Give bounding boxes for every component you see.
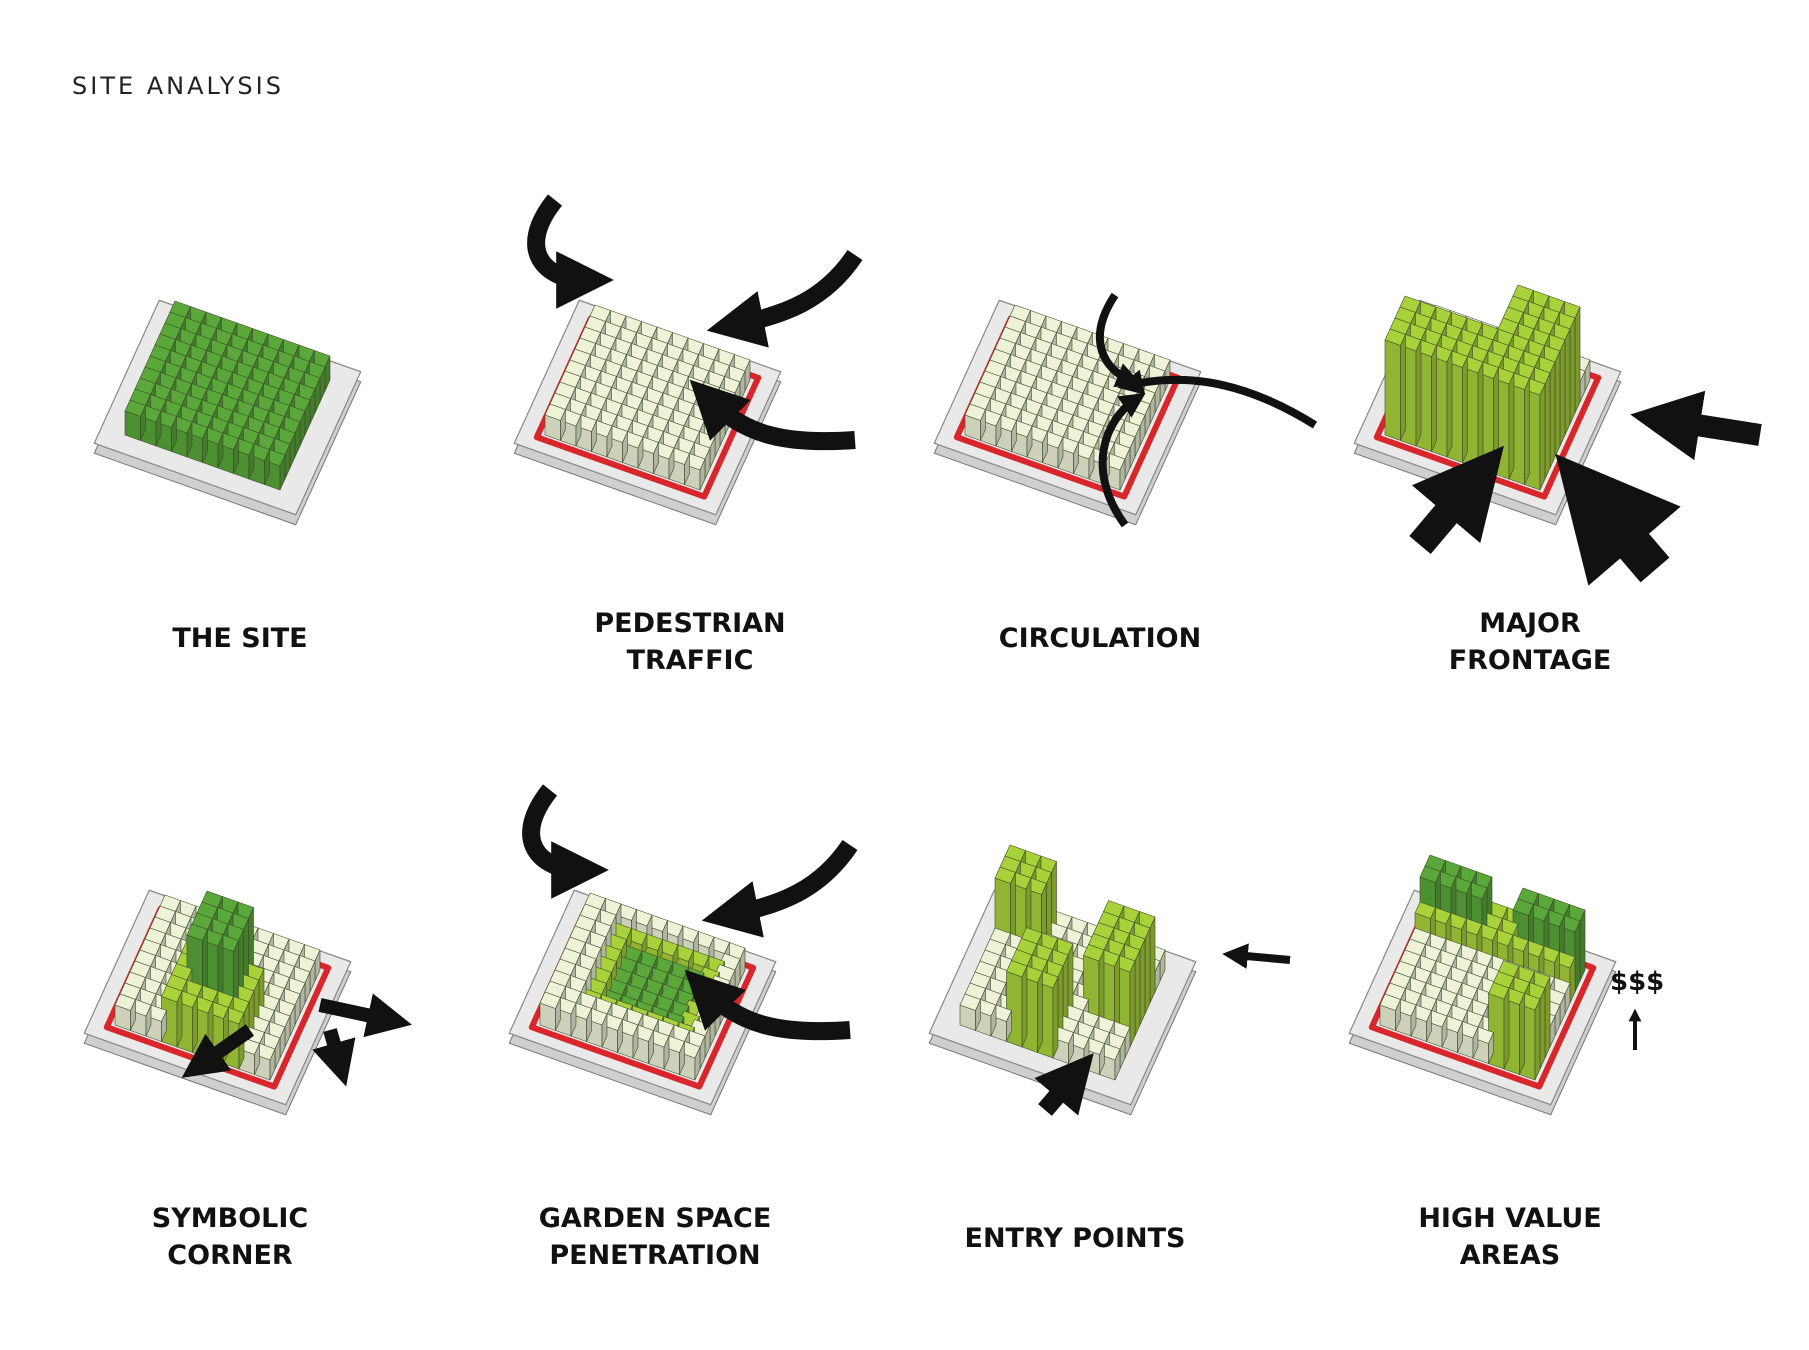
block-top <box>1414 901 1436 919</box>
entry-arrow-icon <box>1034 1053 1094 1116</box>
block-top <box>544 403 566 421</box>
panel-caption: HIGH VALUE AREAS <box>1350 1200 1670 1274</box>
block-top <box>124 399 146 417</box>
block-side <box>1021 965 1028 1048</box>
curved-arrow-icon <box>689 379 856 451</box>
block-top <box>114 993 136 1011</box>
panel-caption: ENTRY POINTS <box>915 1220 1235 1257</box>
panel-caption: THE SITE <box>80 620 400 657</box>
curved-arrow-icon <box>706 249 863 348</box>
caption-line: AREAS <box>1459 1240 1561 1271</box>
block-side <box>1431 345 1437 452</box>
curved-arrow-icon <box>1117 369 1318 429</box>
panel-4 <box>1353 284 1762 586</box>
block-side <box>1579 909 1586 982</box>
block-side <box>1549 361 1556 469</box>
straight-arrow-icon <box>1409 445 1504 555</box>
straight-arrow-icon <box>1555 453 1681 586</box>
panel-3 <box>933 292 1318 528</box>
block-side <box>1554 350 1561 458</box>
block-side <box>1574 920 1581 993</box>
curved-arrow-icon <box>1098 392 1146 528</box>
curved-arrow-icon <box>522 784 609 899</box>
caption-line: ENTRY POINTS <box>964 1223 1186 1254</box>
block-top <box>959 993 981 1011</box>
panel-2 <box>513 194 863 526</box>
block-side <box>1052 976 1059 1059</box>
block-top <box>539 991 561 1009</box>
page-title: SITE ANALYSIS <box>72 72 284 100</box>
panel-7 <box>928 844 1291 1116</box>
block-top <box>1419 865 1441 883</box>
outward-arrow-icon <box>318 993 412 1038</box>
caption-line: CORNER <box>167 1240 293 1271</box>
block-side <box>1559 339 1566 447</box>
caption-line: HIGH VALUE <box>1418 1203 1602 1234</box>
panel-caption: CIRCULATION <box>940 620 1260 657</box>
block-top <box>1083 944 1105 962</box>
block-top <box>1384 328 1406 346</box>
block-top <box>1006 960 1028 978</box>
block-side <box>1544 372 1551 480</box>
block-side <box>1539 383 1546 491</box>
block-top <box>1488 982 1510 1000</box>
outward-arrow-icon <box>181 1024 255 1078</box>
block-side <box>1139 938 1146 1026</box>
caption-line: FRONTAGE <box>1448 645 1612 676</box>
block-side <box>1569 317 1576 425</box>
block-side <box>1534 998 1541 1081</box>
caption-line: CIRCULATION <box>998 623 1202 654</box>
block-side <box>1134 949 1141 1037</box>
block-top <box>994 866 1016 884</box>
panel-caption: SYMBOLIC CORNER <box>70 1200 390 1274</box>
block-side <box>1564 328 1571 436</box>
block-side <box>1144 927 1151 1015</box>
block-side <box>1493 367 1499 474</box>
block-front <box>1384 339 1401 441</box>
block-side <box>1129 960 1136 1048</box>
curved-arrow-icon <box>684 969 851 1041</box>
block-top <box>1379 993 1401 1011</box>
block-side <box>1524 378 1530 485</box>
block-side <box>1539 987 1546 1070</box>
caption-line: SYMBOLIC <box>151 1203 309 1234</box>
block-top <box>1512 898 1534 916</box>
entry-arrow-icon <box>1222 943 1291 969</box>
block-side <box>1508 372 1515 480</box>
block-side <box>1446 350 1453 458</box>
panel-5 <box>83 889 412 1116</box>
block-side <box>1149 916 1156 1004</box>
caption-line: GARDEN SPACE <box>538 1203 772 1234</box>
panel-8: $$$ <box>1348 854 1664 1116</box>
block-top <box>964 403 986 421</box>
panel-caption: GARDEN SPACE PENETRATION <box>495 1200 815 1274</box>
block-side <box>1519 993 1525 1075</box>
caption-line: PENETRATION <box>549 1240 761 1271</box>
high-value-annotation: $$$ <box>1610 967 1664 997</box>
block-side <box>1462 356 1468 463</box>
curved-arrow-icon <box>527 194 614 309</box>
block-top <box>186 923 208 941</box>
straight-arrow-icon <box>1630 390 1762 461</box>
block-side <box>1574 306 1581 414</box>
block-side <box>1400 334 1406 441</box>
caption-line: PEDESTRIAN <box>594 608 786 639</box>
caption-line: TRAFFIC <box>626 645 754 676</box>
panel-6 <box>508 784 858 1116</box>
caption-line: THE SITE <box>172 623 308 654</box>
block-side <box>1477 361 1484 469</box>
block-top <box>161 985 183 1003</box>
panel-caption: MAJOR FRONTAGE <box>1370 605 1690 679</box>
curved-arrow-icon <box>701 839 858 938</box>
panel-1 <box>93 299 362 526</box>
block-side <box>1037 971 1043 1053</box>
block-side <box>1503 987 1510 1070</box>
panel-caption: PEDESTRIAN TRAFFIC <box>530 605 850 679</box>
block-side <box>1544 976 1551 1059</box>
block-side <box>1415 339 1422 447</box>
outward-arrow-icon <box>312 1028 356 1087</box>
caption-line: MAJOR <box>1479 608 1581 639</box>
